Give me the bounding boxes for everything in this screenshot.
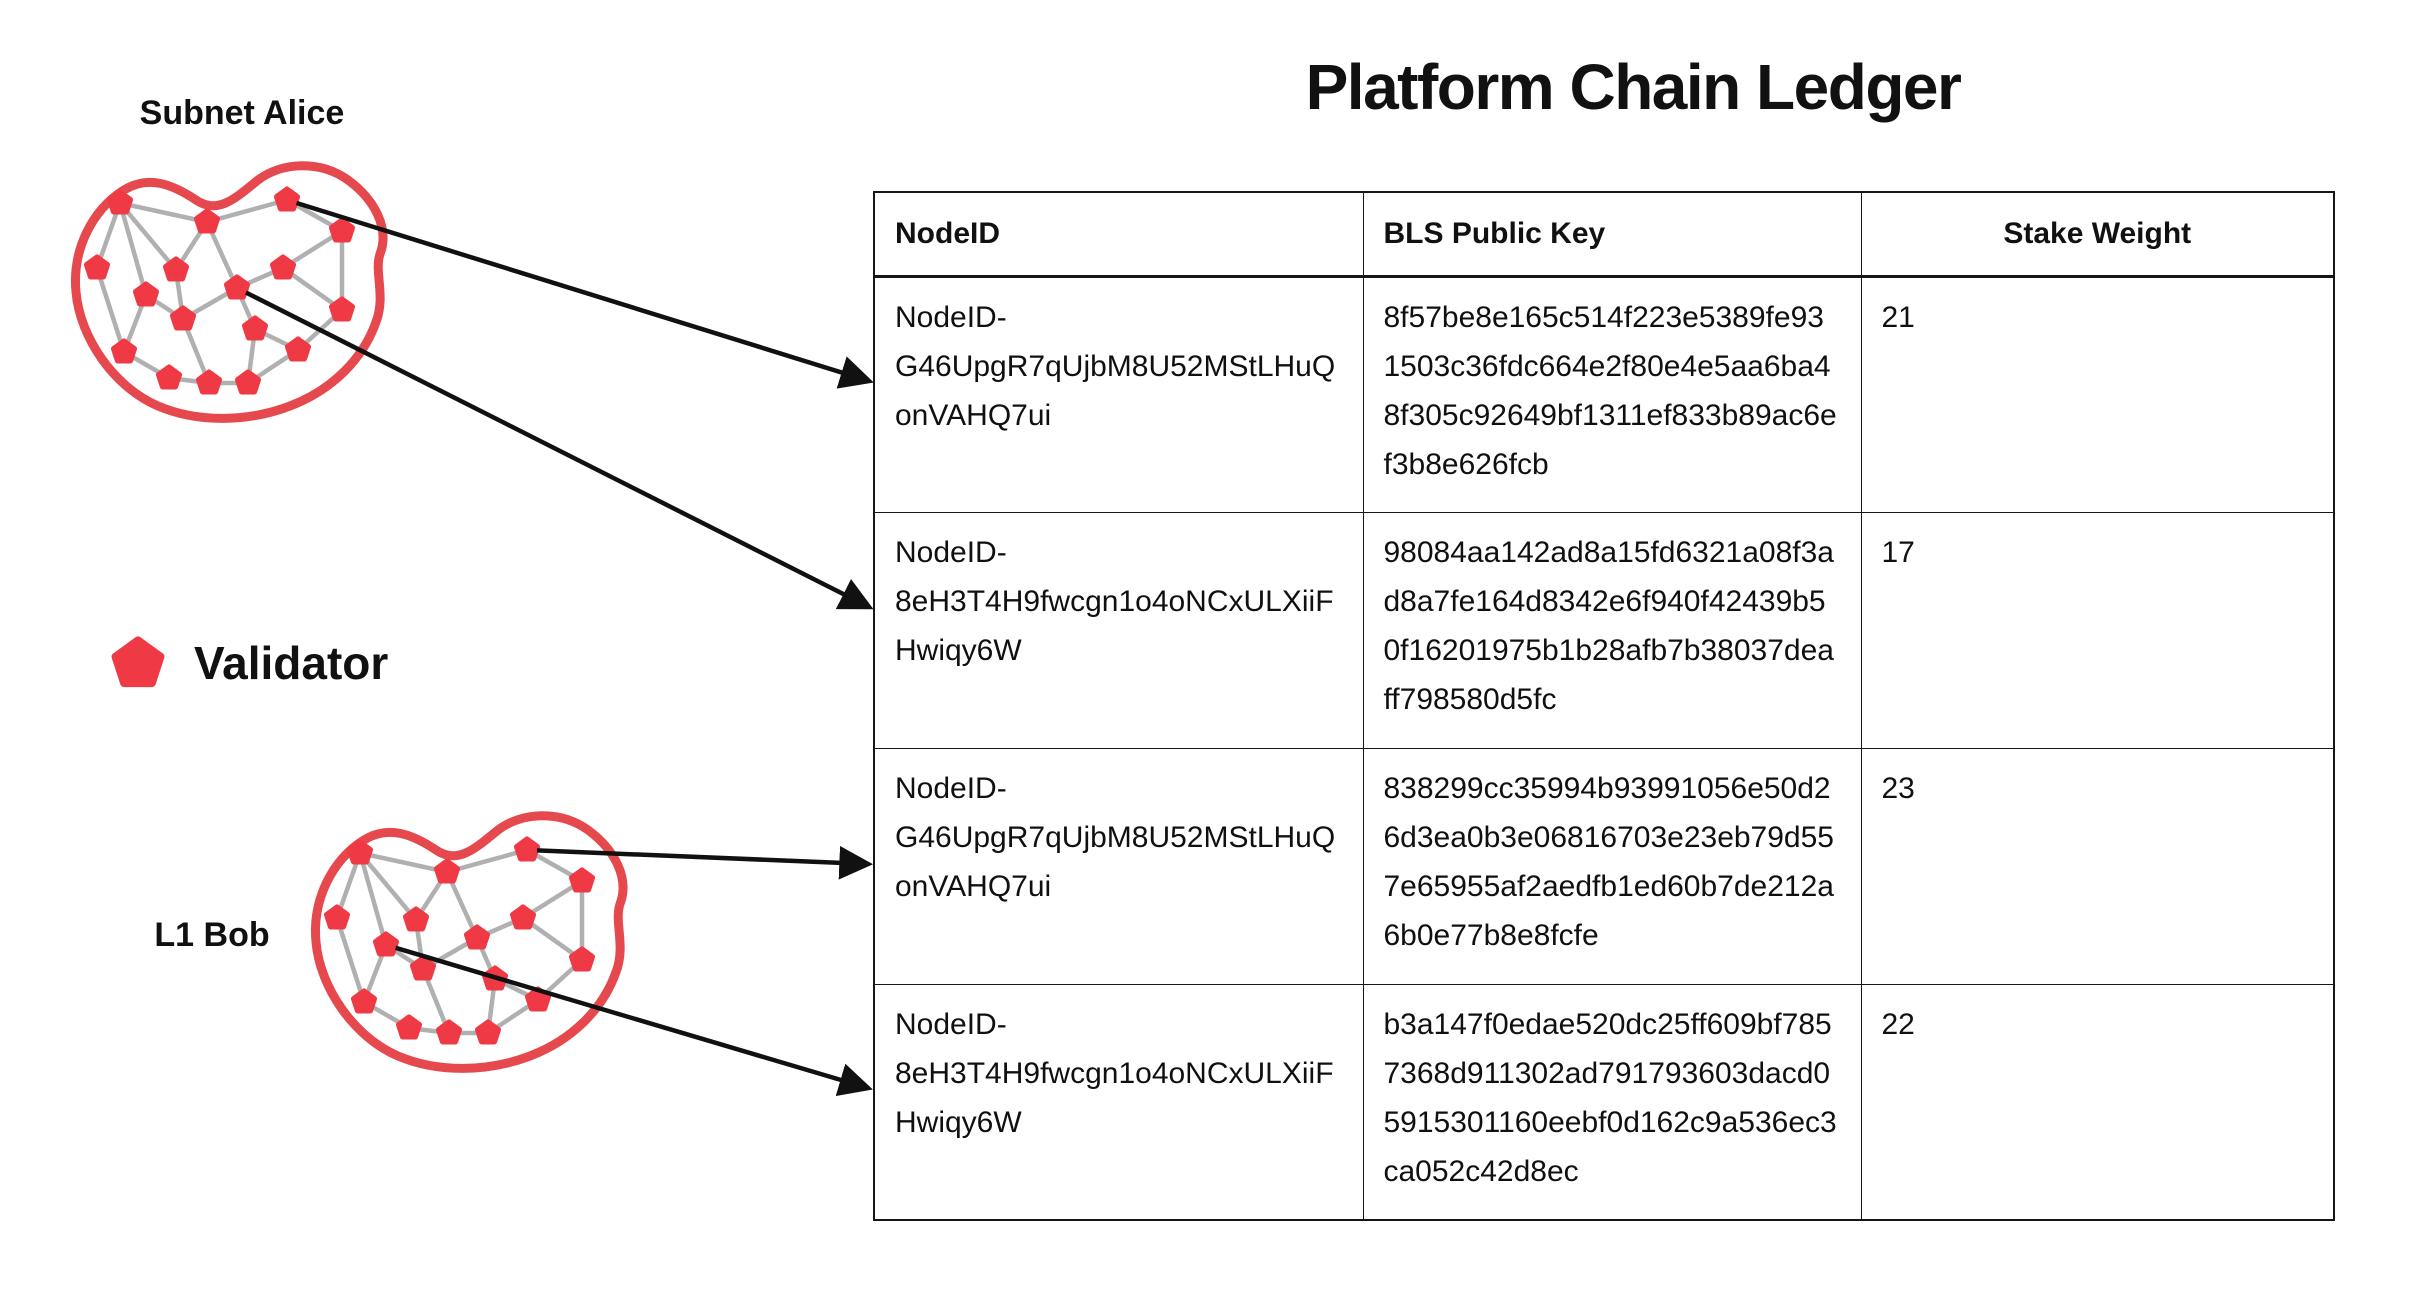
validator-node-icon — [569, 867, 595, 893]
platform-chain-ledger-table: NodeID BLS Public Key Stake Weight NodeI… — [873, 191, 2335, 1221]
validator-node-icon — [170, 305, 196, 331]
validator-node-icon — [464, 924, 490, 950]
bls-key-cell: b3a147f0edae520dc25ff609bf7857368d911302… — [1362, 983, 1862, 1221]
stake-weight-cell: 23 — [1860, 747, 2335, 985]
validator-node-icon — [436, 1019, 462, 1045]
column-header-stake-weight: Stake Weight — [1860, 191, 2335, 278]
peer-link — [334, 917, 367, 1003]
validator-node-icon — [163, 256, 189, 282]
peer-link — [357, 852, 389, 946]
validator-node-icon — [329, 217, 355, 243]
validator-node-icon — [194, 208, 220, 234]
validator-node-icon — [224, 274, 250, 300]
validator-node-icon — [111, 338, 137, 364]
validator-node-icon — [242, 315, 268, 341]
stake-weight-cell: 17 — [1860, 511, 2335, 749]
node-id-cell: NodeID-8eH3T4H9fwcgn1o4oNCxULXiiFHwiqy6W — [873, 511, 1364, 749]
pentagon-icon — [111, 636, 165, 688]
validator-node-icon — [410, 955, 436, 981]
validator-node-icon — [434, 858, 460, 884]
table-row: NodeID-G46UpgR7qUjbM8U52MStLHuQonVAHQ7ui… — [873, 747, 2335, 985]
peer-link — [117, 202, 149, 296]
table-header-row: NodeID BLS Public Key Stake Weight — [873, 191, 2335, 278]
validator-node-icon — [196, 369, 222, 395]
validator-node-icon — [396, 1014, 422, 1040]
bls-key-cell: 98084aa142ad8a15fd6321a08f3ad8a7fe164d83… — [1362, 511, 1862, 749]
table-row: NodeID-8eH3T4H9fwcgn1o4oNCxULXiiFHwiqy6W… — [873, 511, 2335, 749]
bls-key-cell: 8f57be8e165c514f223e5389fe931503c36fdc66… — [1362, 275, 1862, 513]
validator-node-icon — [270, 254, 296, 280]
node-id-cell: NodeID-8eH3T4H9fwcgn1o4oNCxULXiiFHwiqy6W — [873, 983, 1364, 1221]
subnet-alice-label: Subnet Alice — [139, 94, 345, 132]
table-row: NodeID-8eH3T4H9fwcgn1o4oNCxULXiiFHwiqy6W… — [873, 983, 2335, 1221]
validator-node-icon — [351, 988, 377, 1014]
bls-key-cell: 838299cc35994b93991056e50d26d3ea0b3e0681… — [1362, 747, 1862, 985]
stake-weight-cell: 21 — [1860, 275, 2335, 513]
peer-link — [119, 200, 208, 225]
stake-weight-cell: 22 — [1860, 983, 2335, 1221]
validator-node-icon — [329, 296, 355, 322]
validator-node-icon — [274, 186, 300, 212]
subnet-alice-network-diagram — [70, 161, 388, 423]
peer-link — [206, 197, 288, 225]
table-row: NodeID-G46UpgR7qUjbM8U52MStLHuQonVAHQ7ui… — [873, 275, 2335, 513]
peer-link — [358, 851, 418, 922]
node-id-cell: NodeID-G46UpgR7qUjbM8U52MStLHuQonVAHQ7ui — [873, 747, 1364, 985]
node-id-cell: NodeID-G46UpgR7qUjbM8U52MStLHuQonVAHQ7ui — [873, 275, 1364, 513]
validator-node-icon — [569, 946, 595, 972]
validator-legend-label: Validator — [194, 637, 389, 689]
validator-node-icon — [403, 906, 429, 932]
column-header-bls-key: BLS Public Key — [1362, 191, 1862, 278]
validator-node-icon — [525, 986, 551, 1012]
peer-link — [359, 850, 448, 875]
validator-node-icon — [510, 904, 536, 930]
peer-link — [446, 847, 528, 875]
validator-legend: Validator — [108, 634, 388, 692]
column-header-nodeid: NodeID — [873, 191, 1364, 278]
validator-node-icon — [324, 904, 350, 930]
validator-node-icon — [107, 189, 133, 215]
peer-link — [118, 201, 178, 272]
page-title: Platform Chain Ledger — [1305, 51, 1962, 123]
l1-bob-network-diagram — [310, 811, 628, 1073]
validator-node-icon — [133, 281, 159, 307]
validator-node-icon — [235, 369, 261, 395]
validator-node-icon — [482, 965, 508, 991]
validator-node-icon — [475, 1019, 501, 1045]
ledger-table-body: NodeID-G46UpgR7qUjbM8U52MStLHuQonVAHQ7ui… — [873, 275, 2335, 1221]
validator-node-icon — [285, 336, 311, 362]
validator-node-icon — [347, 839, 373, 865]
l1-bob-label: L1 Bob — [154, 916, 270, 954]
validator-node-icon — [84, 254, 110, 280]
validator-node-icon — [514, 836, 540, 862]
validator-node-icon — [156, 364, 182, 390]
peer-link — [94, 267, 127, 353]
validator-node-icon — [373, 931, 399, 957]
